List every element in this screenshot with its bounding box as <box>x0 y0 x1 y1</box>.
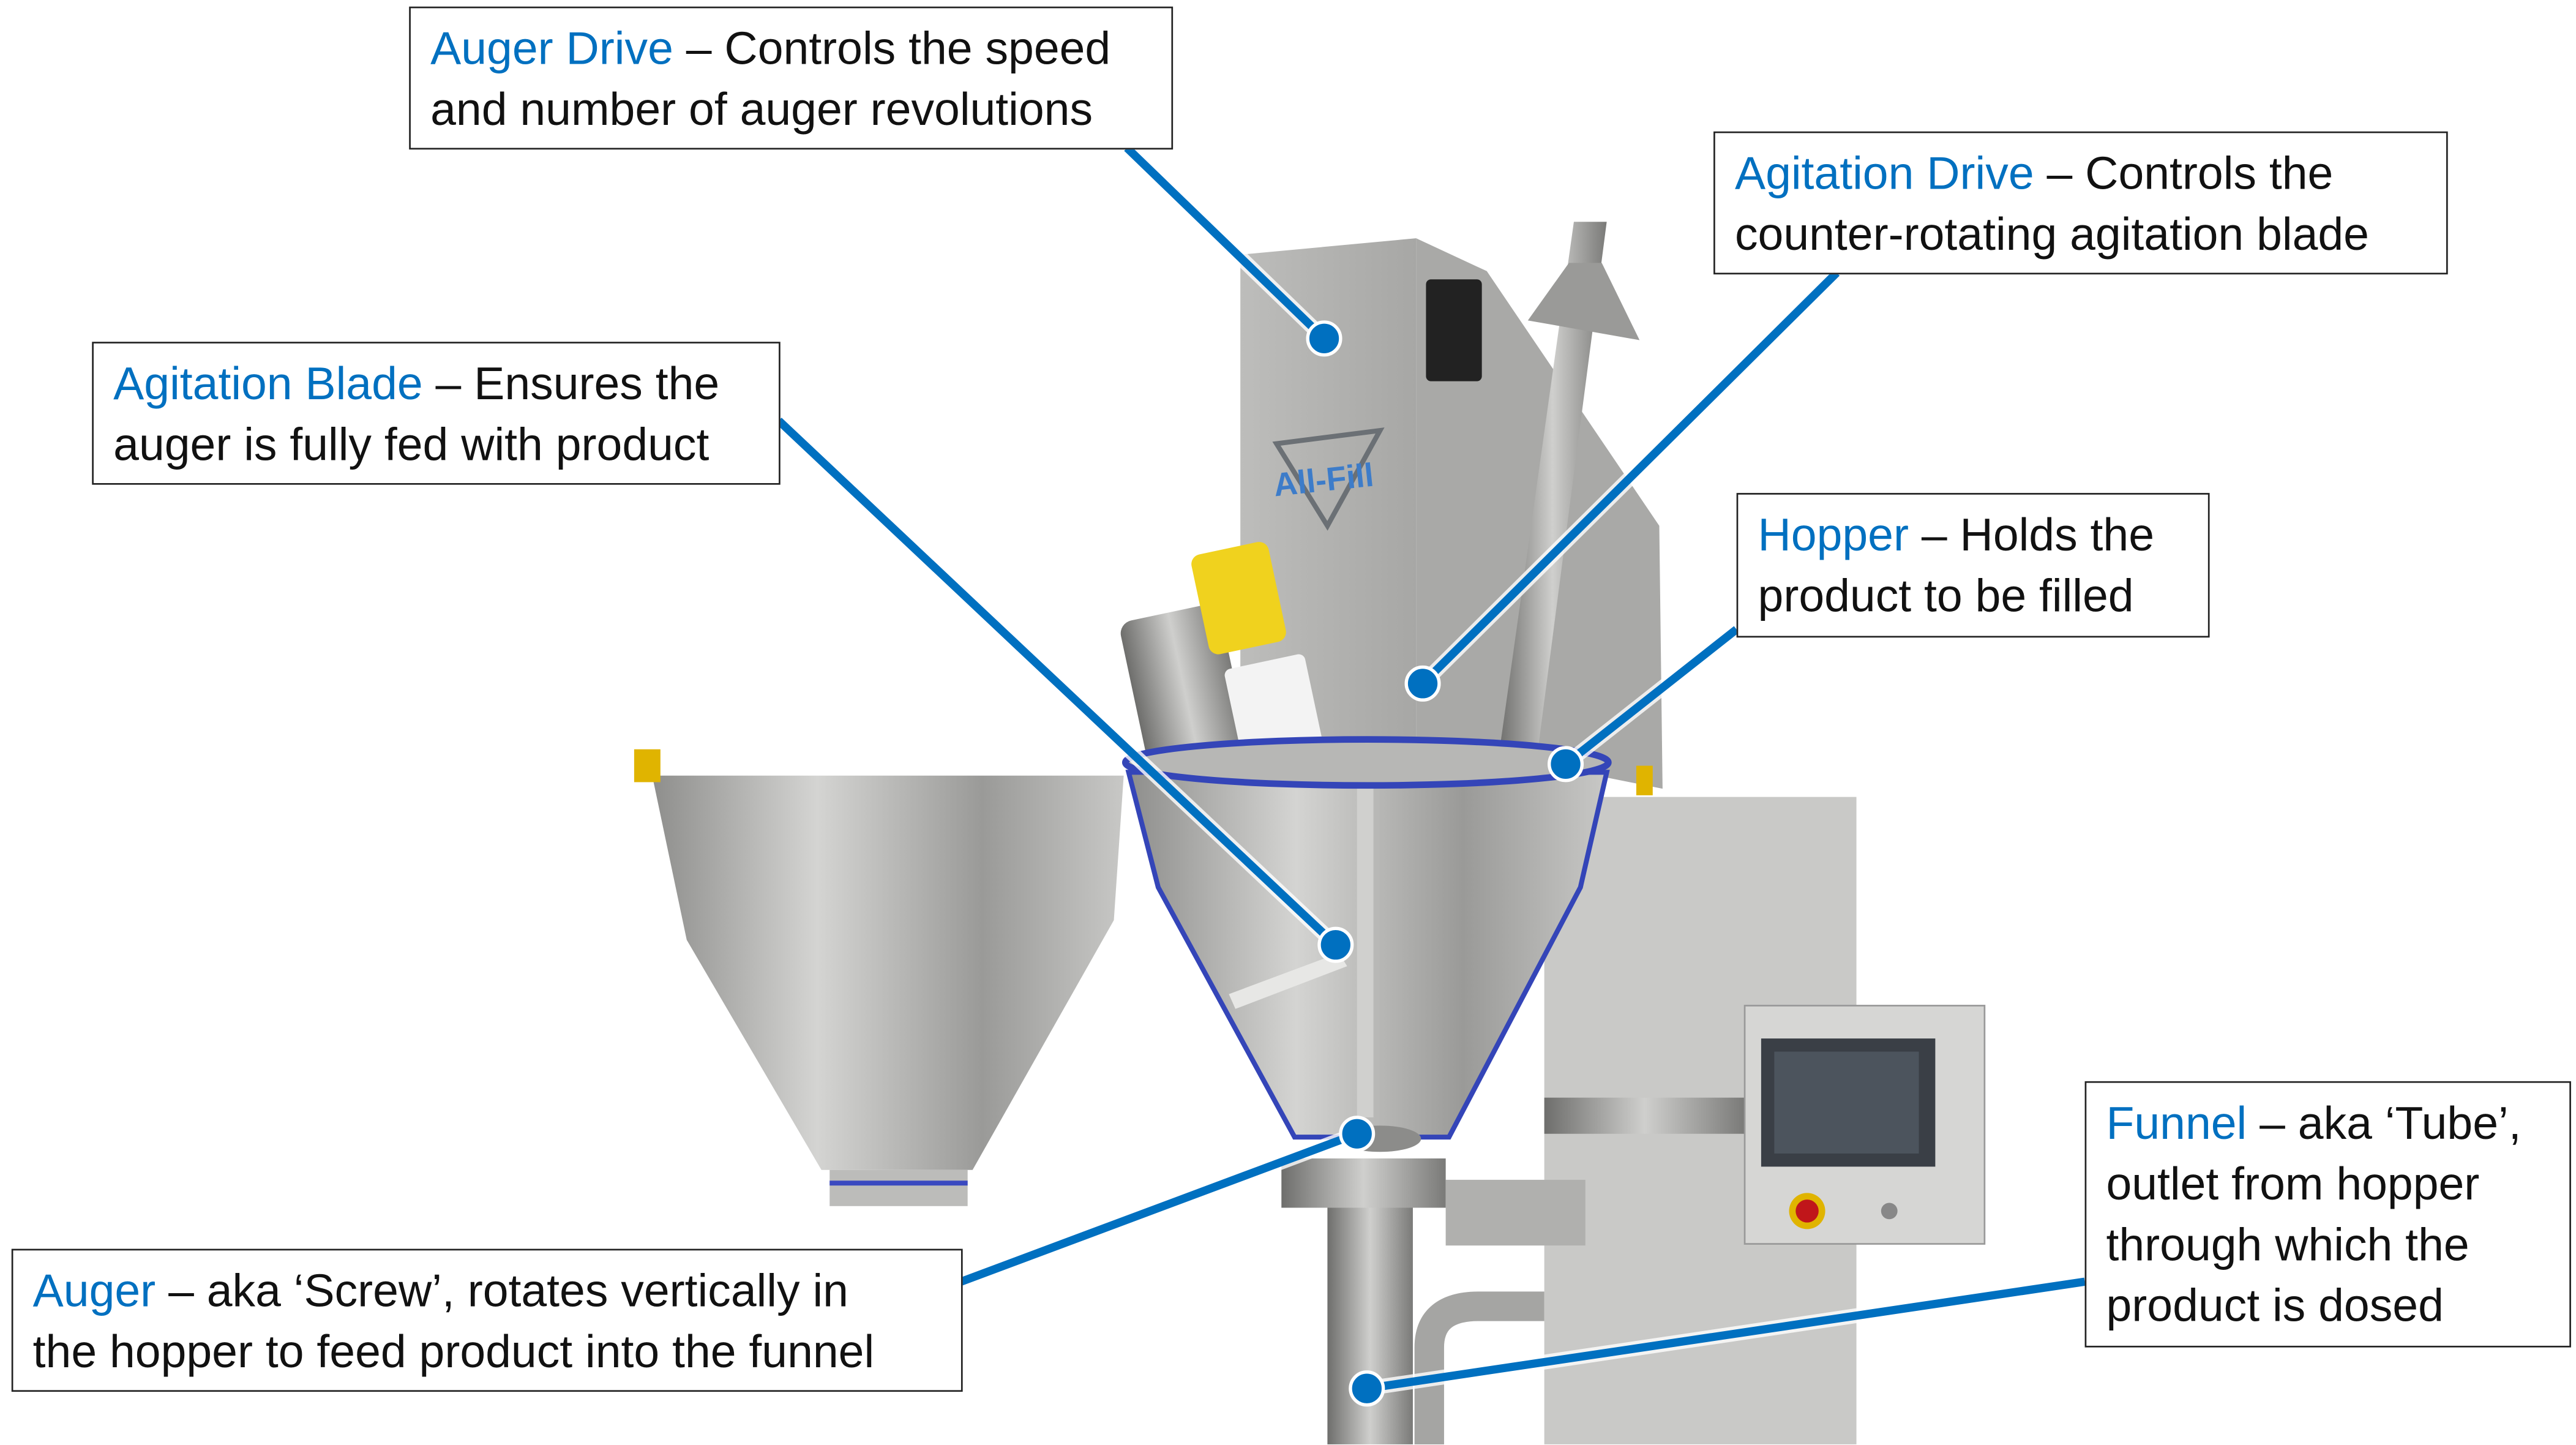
callout-desc: – Controls the <box>2046 148 2334 199</box>
callout-term: Agitation Blade <box>113 358 423 410</box>
marker-funnel <box>1349 1370 1385 1407</box>
callout-desc: – aka ‘Tube’, <box>2260 1097 2522 1149</box>
leader-agitation-blade <box>776 418 1339 948</box>
hmi-panel <box>1743 1005 1986 1245</box>
callout-term: Funnel <box>2106 1097 2247 1149</box>
callout-desc: counter-rotating agitation blade <box>1734 208 2369 260</box>
callout-desc: the hopper to feed product into the funn… <box>32 1326 875 1377</box>
leader-hopper <box>1563 626 1739 768</box>
callout-term: Auger Drive <box>430 23 673 74</box>
callout-agitation-blade: Agitation Blade – Ensures the auger is f… <box>92 342 781 485</box>
callout-desc: – aka ‘Screw’, rotates vertically in <box>168 1265 848 1316</box>
callout-term: Auger <box>32 1265 156 1316</box>
callout-term: Hopper <box>1758 509 1909 561</box>
callout-desc: outlet from hopper <box>2106 1158 2480 1210</box>
marker-auger <box>1339 1116 1376 1152</box>
callout-desc: – Controls the speed <box>686 23 1111 74</box>
leader-agitation-drive <box>1420 269 1840 687</box>
leader-funnel <box>1366 1277 2086 1393</box>
callout-desc: auger is fully fed with product <box>113 419 710 470</box>
spare-hopper <box>652 775 1124 1170</box>
callout-agitation-drive: Agitation Drive – Controls the counter-r… <box>1713 131 2448 275</box>
callout-auger: Auger – aka ‘Screw’, rotates vertically … <box>11 1248 963 1392</box>
callout-auger-drive: Auger Drive – Controls the speed and num… <box>409 6 1174 150</box>
marker-agitation-drive <box>1404 665 1441 702</box>
callout-desc: product is dosed <box>2106 1280 2444 1331</box>
leader-auger <box>959 1130 1359 1286</box>
callout-desc: through which the <box>2106 1219 2469 1270</box>
callout-desc: – Ensures the <box>435 358 720 410</box>
callout-hopper: Hopper – Holds the product to be filled <box>1736 493 2210 638</box>
callout-desc: – Holds the <box>1921 509 2155 561</box>
leader-auger-drive <box>1124 144 1327 342</box>
marker-agitation-blade <box>1317 926 1354 963</box>
callout-desc: and number of auger revolutions <box>430 83 1093 135</box>
callout-term: Agitation Drive <box>1734 148 2034 199</box>
marker-auger-drive <box>1306 320 1342 357</box>
marker-hopper <box>1548 746 1584 783</box>
fan-icon <box>1426 279 1482 381</box>
level-sensor <box>1191 542 1286 655</box>
callout-funnel: Funnel – aka ‘Tube’, outlet from hopper … <box>2084 1081 2571 1348</box>
callout-desc: product to be filled <box>1758 570 2134 621</box>
